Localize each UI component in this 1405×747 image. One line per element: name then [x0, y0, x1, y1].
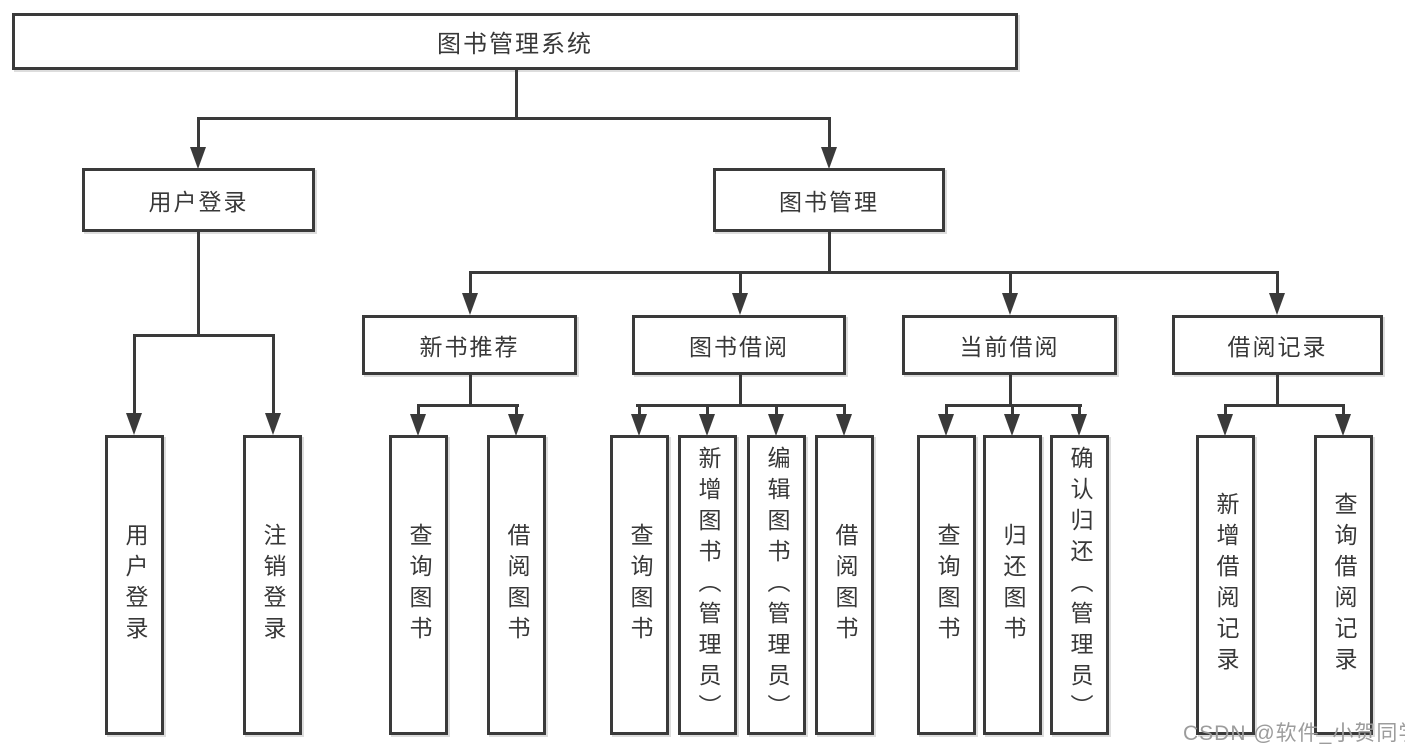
- arrowhead-icon: [265, 413, 281, 435]
- leaf-add-books-admin: 新增图书（管理员）: [678, 435, 737, 735]
- connector-line: [515, 404, 518, 416]
- arrowhead-icon: [768, 414, 784, 436]
- node-root-label: 图书管理系统: [437, 31, 593, 58]
- connector-line: [945, 404, 948, 416]
- leaf-confirm-return-admin: 确认归还（管理员）: [1050, 435, 1109, 735]
- connector-line: [515, 70, 518, 118]
- leaf-query-borrow-record: 查询借阅记录: [1314, 435, 1373, 735]
- connector-line: [197, 231, 200, 336]
- leaf-logout-label: 注销登录: [260, 523, 286, 647]
- leaf-add-borrow-record: 新增借阅记录: [1196, 435, 1255, 735]
- connector-line: [272, 334, 275, 415]
- arrowhead-icon: [821, 147, 837, 169]
- leaf-recommend-query-books-label: 查询图书: [406, 523, 432, 647]
- connector-line: [843, 404, 846, 416]
- leaf-user-login: 用户登录: [105, 435, 164, 735]
- connector-line: [197, 117, 200, 149]
- connector-line: [828, 231, 831, 273]
- leaf-recommend-borrow-books-label: 借阅图书: [504, 523, 530, 647]
- node-current-borrow: 当前借阅: [902, 315, 1117, 375]
- arrowhead-icon: [1269, 293, 1285, 315]
- arrowhead-icon: [699, 414, 715, 436]
- connector-line: [133, 334, 275, 337]
- connector-line: [1224, 404, 1227, 416]
- arrowhead-icon: [1335, 414, 1351, 436]
- connector-line: [197, 117, 830, 120]
- arrowhead-icon: [1071, 414, 1087, 436]
- leaf-user-login-label: 用户登录: [122, 523, 148, 647]
- leaf-edit-books-admin-label: 编辑图书（管理员）: [764, 445, 790, 725]
- connector-line: [638, 404, 641, 416]
- node-current-borrow-label: 当前借阅: [959, 334, 1060, 360]
- node-new-book-recommend: 新书推荐: [362, 315, 577, 375]
- node-book-borrow-label: 图书借阅: [689, 334, 789, 360]
- node-book-borrow: 图书借阅: [632, 315, 846, 375]
- node-book-management: 图书管理: [713, 168, 945, 232]
- node-borrow-records: 借阅记录: [1172, 315, 1383, 375]
- csdn-watermark: CSDN @软件_小贺同学: [1183, 722, 1405, 745]
- leaf-return-books-label: 归还图书: [1000, 523, 1026, 647]
- connector-line: [1078, 404, 1081, 416]
- connector-line: [133, 334, 136, 415]
- arrowhead-icon: [732, 293, 748, 315]
- leaf-borrow-books: 借阅图书: [815, 435, 874, 735]
- node-user-login-label: 用户登录: [148, 189, 249, 215]
- connector-line: [1011, 404, 1014, 416]
- connector-line: [739, 374, 742, 407]
- connector-line: [1276, 271, 1279, 295]
- connector-line: [1342, 404, 1345, 416]
- connector-line: [469, 374, 472, 407]
- connector-line: [1224, 404, 1344, 407]
- arrowhead-icon: [1002, 293, 1018, 315]
- node-new-book-recommend-label: 新书推荐: [419, 334, 520, 360]
- leaf-borrow-query-books-label: 查询图书: [627, 523, 653, 647]
- connector-line: [1009, 374, 1012, 407]
- arrowhead-icon: [410, 414, 426, 436]
- arrowhead-icon: [836, 414, 852, 436]
- connector-line: [828, 117, 831, 149]
- leaf-add-books-admin-label: 新增图书（管理员）: [695, 445, 721, 725]
- arrowhead-icon: [1217, 414, 1233, 436]
- arrowhead-icon: [190, 147, 206, 169]
- connector-line: [946, 404, 1082, 407]
- leaf-borrow-books-label: 借阅图书: [832, 523, 858, 647]
- connector-line: [417, 404, 420, 416]
- connector-line: [469, 271, 472, 295]
- leaf-confirm-return-admin-label: 确认归还（管理员）: [1067, 445, 1093, 725]
- arrowhead-icon: [126, 413, 142, 435]
- connector-line: [775, 404, 778, 416]
- connector-line: [706, 404, 709, 416]
- connector-line: [1276, 374, 1279, 407]
- leaf-current-query-books: 查询图书: [917, 435, 976, 735]
- connector-line: [417, 404, 519, 407]
- node-book-management-label: 图书管理: [779, 189, 879, 215]
- leaf-logout: 注销登录: [243, 435, 302, 735]
- connector-line: [636, 404, 845, 407]
- connector-line: [739, 271, 742, 295]
- connector-line: [469, 271, 1279, 274]
- leaf-borrow-query-books: 查询图书: [610, 435, 669, 735]
- connector-line: [1009, 271, 1012, 295]
- arrowhead-icon: [938, 414, 954, 436]
- leaf-current-query-books-label: 查询图书: [934, 523, 960, 647]
- leaf-query-borrow-record-label: 查询借阅记录: [1331, 492, 1357, 678]
- arrowhead-icon: [1004, 414, 1020, 436]
- leaf-edit-books-admin: 编辑图书（管理员）: [747, 435, 806, 735]
- node-borrow-records-label: 借阅记录: [1227, 334, 1328, 360]
- arrowhead-icon: [631, 414, 647, 436]
- leaf-recommend-query-books: 查询图书: [389, 435, 448, 735]
- arrowhead-icon: [508, 414, 524, 436]
- node-user-login: 用户登录: [82, 168, 315, 232]
- arrowhead-icon: [462, 293, 478, 315]
- leaf-return-books: 归还图书: [983, 435, 1042, 735]
- leaf-recommend-borrow-books: 借阅图书: [487, 435, 546, 735]
- leaf-add-borrow-record-label: 新增借阅记录: [1213, 492, 1239, 678]
- node-root: 图书管理系统: [12, 13, 1018, 70]
